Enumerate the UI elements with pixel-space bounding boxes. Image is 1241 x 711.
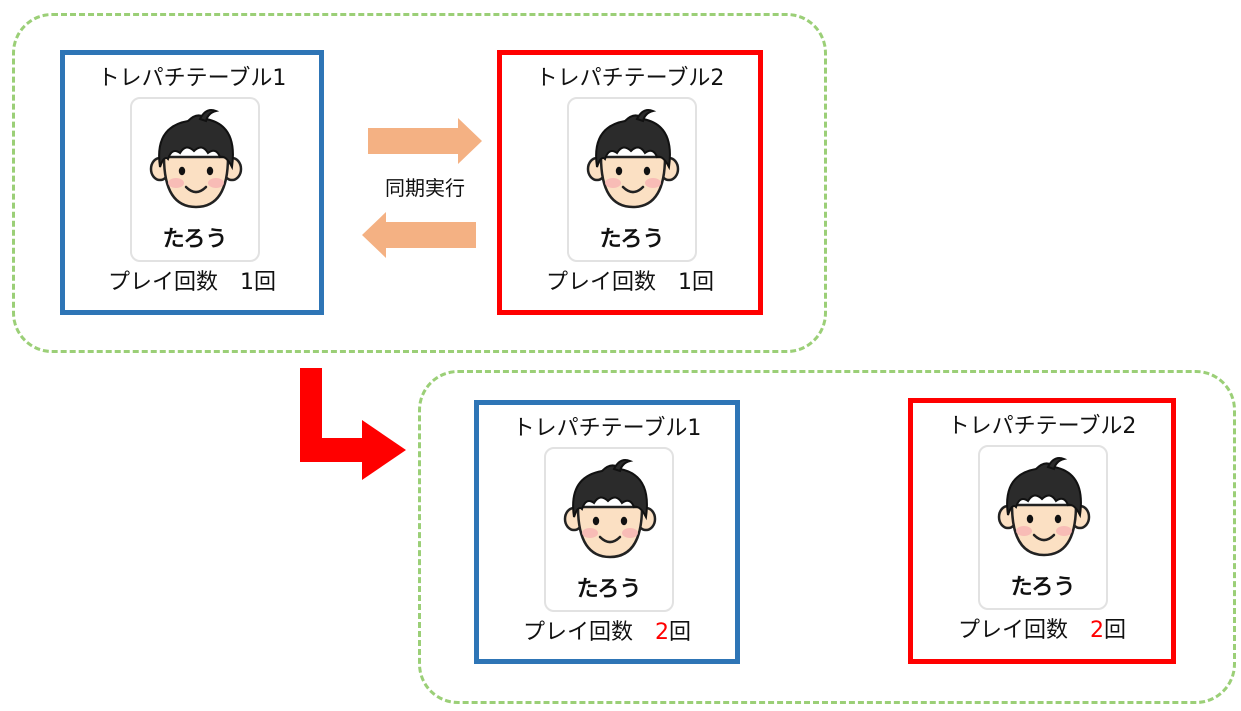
boy-face-icon (997, 456, 1091, 557)
player-card: たろう (130, 97, 260, 262)
result-elbow-arrow-icon (300, 368, 406, 480)
after-group (418, 370, 1236, 704)
play-count-value: 2 (655, 620, 669, 645)
play-count-label: プレイ回数 (957, 618, 1068, 643)
player-name: たろう (162, 226, 228, 251)
table-title: トレパチテーブル2 (535, 66, 725, 91)
after-table1-card: トレパチテーブル1 たろう プレイ回数 2回 (474, 400, 740, 664)
play-count-unit: 回 (669, 620, 692, 645)
player-name: たろう (576, 576, 642, 601)
before-table2-card: トレパチテーブル2 たろう プレイ回数 1回 (497, 50, 763, 315)
sync-forward-arrow-icon (368, 118, 482, 164)
sync-label: 同期実行 (385, 176, 465, 200)
before-table1-card: トレパチテーブル1 たろう プレイ回数 1回 (60, 50, 324, 315)
play-count-label: プレイ回数 (545, 270, 656, 295)
play-count-unit: 回 (692, 270, 715, 295)
play-count-label: プレイ回数 (522, 620, 633, 645)
sync-back-arrow-icon (362, 212, 476, 258)
after-table2-card: トレパチテーブル2 たろう プレイ回数 2回 (908, 398, 1176, 664)
player-name: たろう (599, 226, 665, 251)
table-title: トレパチテーブル1 (512, 416, 702, 441)
play-count: プレイ回数 1回 (65, 269, 319, 297)
player-card: たろう (978, 445, 1108, 610)
play-count-unit: 回 (254, 270, 277, 295)
play-count: プレイ回数 2回 (913, 617, 1171, 645)
play-count: プレイ回数 1回 (502, 269, 758, 297)
play-count-value: 1 (678, 270, 692, 295)
before-group (12, 13, 827, 353)
player-card: たろう (567, 97, 697, 262)
play-count-unit: 回 (1104, 618, 1127, 643)
boy-face-icon (586, 108, 680, 209)
table-title: トレパチテーブル2 (947, 414, 1137, 439)
table-title: トレパチテーブル1 (97, 66, 287, 91)
play-count-label: プレイ回数 (107, 270, 218, 295)
boy-face-icon (563, 458, 657, 559)
play-count: プレイ回数 2回 (479, 619, 735, 647)
play-count-value: 2 (1090, 618, 1104, 643)
play-count-value: 1 (240, 270, 254, 295)
player-name: たろう (1010, 574, 1076, 599)
player-card: たろう (544, 447, 674, 612)
boy-face-icon (149, 108, 243, 209)
